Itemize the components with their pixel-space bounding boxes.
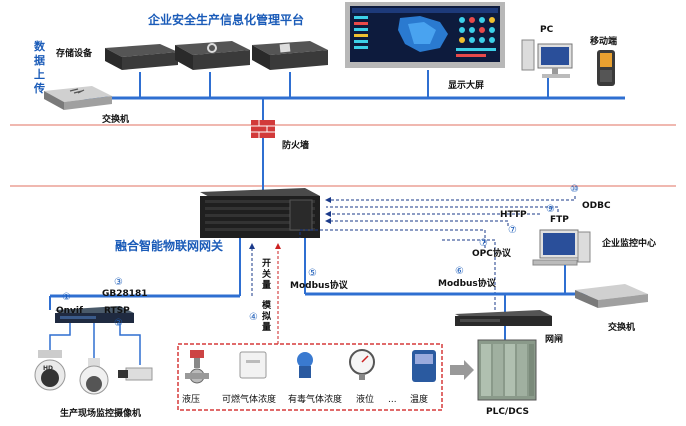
storage-server-icon — [252, 41, 328, 70]
protocol-arrows — [299, 196, 576, 310]
analog-qty-label: 模 拟 量 — [262, 299, 272, 333]
protocol-num-7: ⑦ — [479, 238, 488, 249]
monitor-center-label: 企业监控中心 — [601, 237, 656, 249]
switch-icon — [44, 86, 112, 110]
protocol-num-3: ③ — [114, 277, 123, 288]
nvr-icon — [55, 306, 134, 323]
svg-text:开: 开 — [262, 258, 271, 269]
netgate-icon — [455, 310, 552, 326]
svg-text:量: 量 — [262, 321, 271, 333]
camera-icon — [118, 367, 153, 381]
svg-text:上: 上 — [34, 67, 45, 81]
protocol-label-modbus-6: Modbus协议 — [438, 277, 497, 289]
sensor-label-toxic: 有毒气体浓度 — [288, 393, 342, 405]
pc-icon — [521, 39, 573, 78]
sensor-label-level: 液位 — [356, 393, 374, 405]
storage-server-icon — [105, 44, 178, 70]
plc-label: PLC/DCS — [486, 407, 529, 417]
sensor-label-more: ... — [388, 395, 397, 405]
protocol-num-10: ⑩ — [570, 184, 579, 195]
protocol-num-9: ⑨ — [546, 204, 555, 215]
protocol-num-4: ④ — [249, 312, 258, 323]
level-gauge-icon — [349, 349, 375, 380]
plc-icon — [477, 339, 537, 401]
sensor-label-flammable: 可燃气体浓度 — [222, 393, 276, 405]
netgate-label: 网闸 — [545, 333, 563, 345]
temperature-sensor-icon — [412, 350, 436, 382]
svg-text:传: 传 — [33, 81, 45, 95]
switch-bottom-label: 交换机 — [608, 321, 635, 333]
display-wall-icon — [345, 2, 505, 68]
svg-text:模: 模 — [262, 299, 272, 311]
protocol-num-6: ⑥ — [455, 266, 464, 277]
protocol-label-opc: OPC协议 — [472, 247, 512, 259]
data-upload-label: 数 据 上 传 — [33, 39, 46, 95]
display-wall-label: 显示大屏 — [448, 79, 484, 91]
sensor-to-plc-arrow — [450, 360, 474, 380]
pressure-sensor-icon — [185, 350, 209, 384]
firewall-label: 防火墙 — [282, 139, 309, 151]
protocol-num-2: ② — [114, 318, 123, 329]
camera-icon — [79, 358, 109, 395]
protocol-label-rtsp: RTSP — [104, 306, 130, 316]
storage-server-icon — [175, 41, 250, 70]
protocol-label-gb28181: GB28181 — [102, 289, 148, 299]
protocol-label-onvif: Onvif — [56, 306, 83, 316]
platform-title: 企业安全生产信息化管理平台 — [147, 12, 304, 27]
svg-text:数: 数 — [34, 39, 46, 53]
protocol-num-1: ① — [62, 292, 71, 303]
protocol-label-http: HTTP — [500, 210, 527, 220]
svg-text:拟: 拟 — [262, 310, 271, 322]
svg-text:量: 量 — [262, 279, 271, 291]
svg-text:关: 关 — [262, 268, 271, 280]
storage-label: 存储设备 — [56, 47, 93, 59]
toxic-gas-sensor-icon — [297, 352, 313, 378]
protocol-label-modbus-5: Modbus协议 — [290, 279, 349, 291]
gas-sensor-icon — [239, 351, 267, 379]
protocol-label-odbc: ODBC — [582, 201, 611, 211]
camera-icon: HD — [34, 350, 66, 391]
sensor-label-pressure: 液压 — [182, 393, 200, 405]
gateway-server-icon — [200, 188, 320, 238]
mobile-label: 移动端 — [590, 35, 617, 47]
mobile-icon — [597, 50, 615, 86]
pc-icon — [532, 229, 591, 266]
gateway-label: 融合智能物联网网关 — [115, 238, 223, 253]
svg-text:据: 据 — [34, 53, 45, 67]
firewall-icon — [251, 120, 275, 138]
svg-text:HD: HD — [43, 365, 53, 372]
pc-label: PC — [540, 25, 554, 35]
switch-top-label: 交换机 — [102, 113, 129, 125]
protocol-label-ftp: FTP — [550, 215, 569, 225]
cameras-label: 生产现场监控摄像机 — [60, 407, 141, 419]
protocol-num-5: ⑤ — [308, 268, 317, 279]
sensor-label-temperature: 温度 — [410, 393, 428, 405]
protocol-num-8: ⑦ — [508, 225, 517, 236]
sensor-group — [177, 343, 443, 411]
switch-icon — [575, 284, 648, 308]
switch-qty-label: 开 关 量 — [262, 258, 271, 291]
